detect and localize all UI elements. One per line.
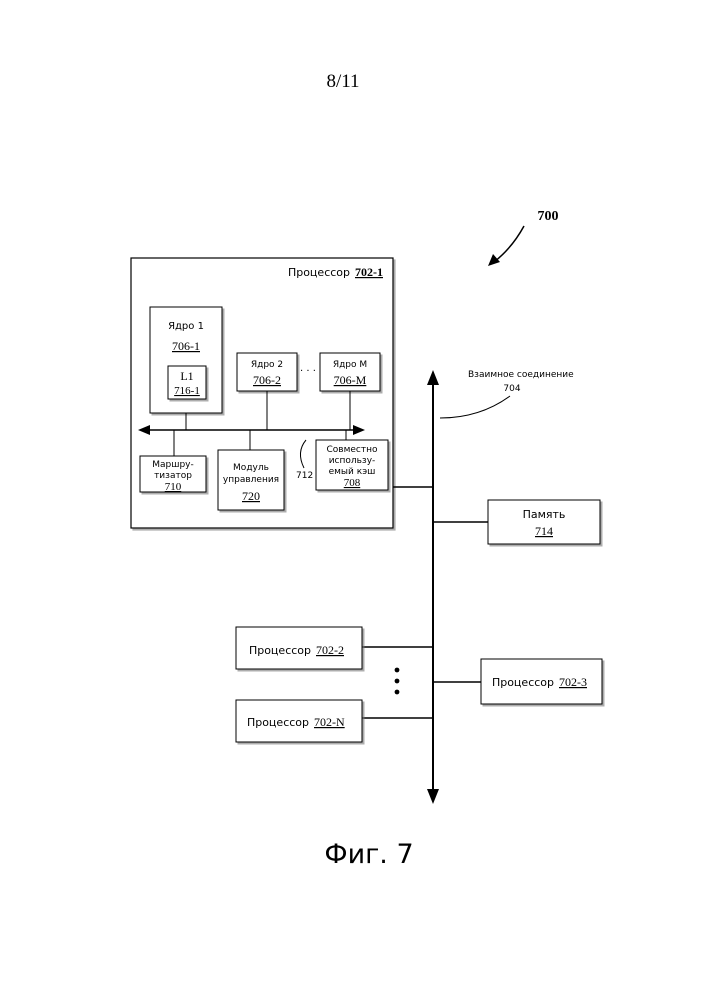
interconnect-arrow-top [427,370,439,385]
figure-ref-pointer [494,226,524,262]
core-m-ref: 706-M [334,373,367,387]
processor-702-n-label: Процессор [247,716,309,729]
core-1-label: Ядро 1 [168,321,204,332]
processor-702-2-label: Процессор [249,644,311,657]
router-ref: 710 [165,481,182,493]
page-number: 8/11 [326,71,359,92]
memory-label: Память [523,508,566,521]
core-1-ref: 706-1 [172,339,200,353]
shared-cache-label-line2: использу- [329,456,376,466]
shared-cache-ref: 708 [344,477,361,489]
l1-cache-label: L1 [180,369,193,383]
figure-ref-label: 700 [538,209,559,224]
l1-cache-ref: 716-1 [174,385,200,397]
processor-702-1-ref: 702-1 [355,265,383,279]
shared-cache-label-line1: Совместно [326,445,377,455]
processor-ellipsis-dot [395,690,400,695]
processor-702-3-ref: 702-3 [559,675,587,689]
router-label-line1: Маршру- [152,460,194,470]
core-2-label: Ядро 2 [251,360,283,370]
core-ellipsis: · · · [300,366,316,377]
interconnect-arrow-bottom [427,789,439,804]
bus-712-ref: 712 [296,471,313,481]
control-module-label-line2: управления [223,475,279,485]
figure-caption: Фиг. 7 [324,839,413,870]
processor-702-1-label: Процессор [288,266,350,279]
processor-702-3-label: Процессор [492,676,554,689]
router-label-line2: тизатор [154,471,192,481]
processor-702-n-ref: 702-N [314,715,345,729]
interconnect-ref: 704 [503,384,520,394]
interconnect-label: Взаимное соединение [468,370,574,380]
shared-cache-label-line3: емый кэш [329,467,376,477]
control-module-ref: 720 [242,489,260,503]
figure-ref-arrowhead [488,254,500,266]
interconnect-leader [440,396,510,418]
processor-ellipsis-dot [395,679,400,684]
memory-ref: 714 [535,524,553,538]
processor-ellipsis-dot [395,668,400,673]
processor-702-2-ref: 702-2 [316,643,344,657]
core-2-ref: 706-2 [253,373,281,387]
control-module-label-line1: Модуль [233,463,269,473]
core-m-label: Ядро M [333,360,367,370]
